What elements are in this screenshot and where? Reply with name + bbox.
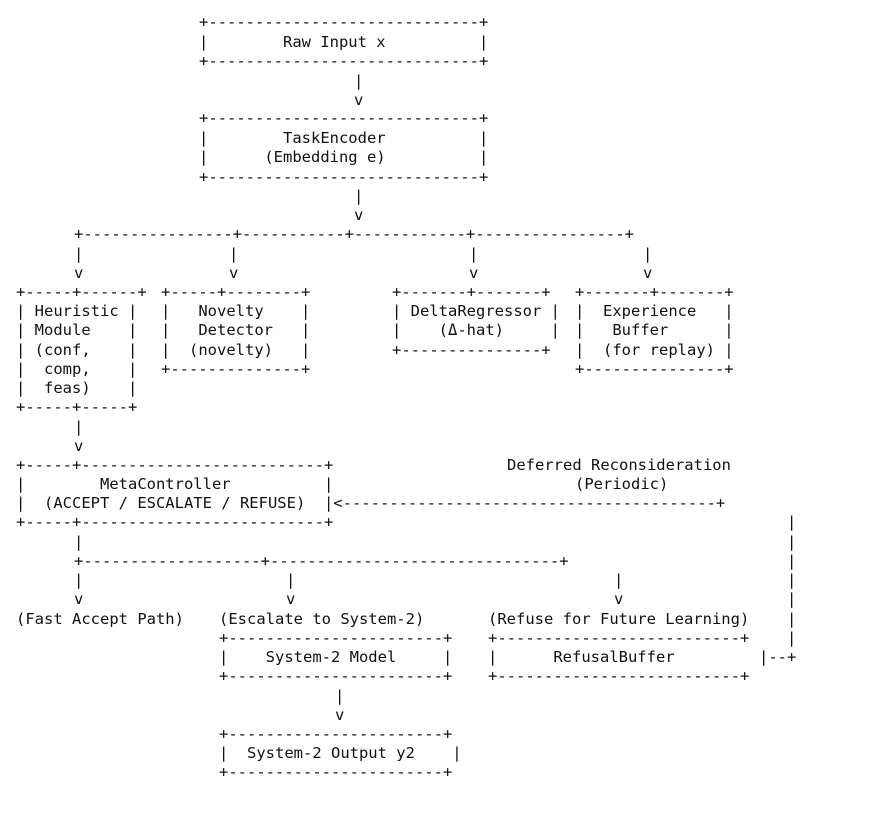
system2-model-connector-line: | xyxy=(335,687,344,705)
raw-input-top-border: +-----------------------------+ xyxy=(199,13,488,31)
system2-output-label: | System-2 Output y2 | xyxy=(219,744,462,762)
task-encoder-box: +-----------------------------+ | TaskEn… xyxy=(199,109,488,186)
raw-input-bottom-border: +-----------------------------+ xyxy=(199,52,488,70)
feedback-segment: | xyxy=(787,629,796,647)
system2-output-top-border: +-----------------------+ xyxy=(219,725,452,743)
delta-bottom-border: +---------------+ xyxy=(392,341,551,359)
experience-bottom-border: +---------------+ xyxy=(575,360,734,378)
experience-line-1: | Experience | xyxy=(575,302,734,320)
refusal-buffer-box: +--------------------------+ | RefusalBu… xyxy=(488,629,796,685)
fanout-stems: | v | v | v | v xyxy=(74,245,652,282)
feedback-segment: | xyxy=(787,513,796,531)
heuristic-line-1: | Heuristic | xyxy=(16,302,137,320)
fast-accept-arrow: v xyxy=(74,590,83,608)
novelty-top-border: +-----+--------+ xyxy=(161,283,310,301)
heuristic-line-4: | comp, | xyxy=(16,360,137,378)
task-encoder-top-border: +-----------------------------+ xyxy=(199,109,488,127)
novelty-line-3: | (novelty) | xyxy=(161,341,310,359)
raw-input-connector-line: | xyxy=(354,72,363,90)
deferred-reconsideration-label: Deferred Reconsideration xyxy=(507,456,731,474)
system2-output-box: +-----------------------+ | System-2 Out… xyxy=(219,725,462,781)
feedback-loop-line: | | | | | | | xyxy=(787,513,796,647)
task-encoder-bottom-border: +-----------------------------+ xyxy=(199,168,488,186)
meta-controller-connector-line: | xyxy=(74,533,83,551)
fast-accept-path-label: (Fast Accept Path) xyxy=(16,610,184,628)
task-encoder-arrow-head: v xyxy=(354,206,363,224)
meta-controller-box: +-----+--------------------------+ | Met… xyxy=(16,456,725,531)
fanout-arrow-delta: v xyxy=(469,264,478,282)
refuse-arrow: v xyxy=(614,590,623,608)
experience-buffer-box: +-------+-------+ | Experience | | Buffe… xyxy=(575,283,734,378)
novelty-line-1: | Novelty | xyxy=(161,302,310,320)
fanout-arrow-experience: v xyxy=(643,264,652,282)
feedback-segment: | xyxy=(787,533,796,551)
fanout-stem-heuristic: | xyxy=(74,245,83,263)
escalate-to-system2-label: (Escalate to System-2) xyxy=(219,610,424,628)
fanout-stem-delta: | xyxy=(469,245,478,263)
delta-top-border: +-------+-------+ xyxy=(392,283,551,301)
refuse-for-future-learning-label: (Refuse for Future Learning) xyxy=(488,610,749,628)
heuristic-arrow-head: v xyxy=(74,437,83,455)
fast-accept-stem: | xyxy=(74,571,83,589)
meta-controller-top-border: +-----+--------------------------+ xyxy=(16,456,333,474)
heuristic-top-border: +-----+------+ xyxy=(16,283,147,301)
meta-controller-decisions-with-feedback-arrow: | (ACCEPT / ESCALATE / REFUSE) |<-------… xyxy=(16,494,725,512)
experience-line-2: | Buffer | xyxy=(575,321,734,339)
raw-input-arrow-head: v xyxy=(354,91,363,109)
novelty-bottom-border: +--------------+ xyxy=(161,360,310,378)
heuristic-module-box: +-----+------+ | Heuristic | | Module | … xyxy=(16,283,147,416)
feedback-segment: | xyxy=(787,571,796,589)
heuristic-bottom-border: +-----+-----+ xyxy=(16,398,137,416)
system2-output-bottom-border: +-----------------------+ xyxy=(219,763,452,781)
heuristic-line-5: | feas) | xyxy=(16,379,137,397)
refusal-buffer-feedback-return: |--+ xyxy=(759,648,796,666)
delta-line-2: | (Δ-hat) | xyxy=(392,321,560,339)
feedback-segment: | xyxy=(787,590,796,608)
meta-controller-label: | MetaController | xyxy=(16,475,333,493)
heuristic-line-3: | (conf, | xyxy=(16,341,137,359)
task-encoder-sublabel: | (Embedding e) | xyxy=(199,148,488,166)
refusal-buffer-label: | RefusalBuffer xyxy=(488,648,740,666)
task-encoder-label: | TaskEncoder | xyxy=(199,129,488,147)
system2-model-arrow-head: v xyxy=(335,706,344,724)
system2-model-label: | System-2 Model | xyxy=(219,648,452,666)
delta-regressor-box: +-------+-------+ | DeltaRegressor | | (… xyxy=(392,283,560,359)
heuristic-line-2: | Module | xyxy=(16,321,137,339)
escalate-stem: | xyxy=(286,571,295,589)
escalate-arrow: v xyxy=(286,590,295,608)
system2-model-bottom-border: +-----------------------+ xyxy=(219,667,452,685)
heuristic-connector-line: | xyxy=(74,418,83,436)
fanout-stem-experience: | xyxy=(643,245,652,263)
experience-line-3: | (for replay) | xyxy=(575,341,734,359)
decision-branch-bus: +-------------------+-------------------… xyxy=(74,552,569,570)
refuse-stem: | xyxy=(614,571,623,589)
system2-model-box: +-----------------------+ | System-2 Mod… xyxy=(219,629,452,685)
delta-line-1: | DeltaRegressor | xyxy=(392,302,560,320)
raw-input-label: | Raw Input x | xyxy=(199,33,488,51)
system2-model-top-border: +-----------------------+ xyxy=(219,629,452,647)
novelty-line-2: | Detector | xyxy=(161,321,310,339)
feedback-segment: | xyxy=(787,552,796,570)
fanout-arrow-novelty: v xyxy=(229,264,238,282)
deferred-periodic-label: (Periodic) xyxy=(575,475,668,493)
refusal-buffer-bottom-border: +--------------------------+ xyxy=(488,667,749,685)
experience-top-border: +-------+-------+ xyxy=(575,283,734,301)
task-encoder-connector-line: | xyxy=(354,187,363,205)
raw-input-box: +-----------------------------+ | Raw In… xyxy=(199,13,488,70)
fanout-bus: +----------------+-----------+----------… xyxy=(74,225,634,243)
refusal-buffer-top-border: +--------------------------+ xyxy=(488,629,749,647)
fanout-arrow-heuristic: v xyxy=(74,264,83,282)
novelty-detector-box: +-----+--------+ | Novelty | | Detector … xyxy=(161,283,310,378)
feedback-segment: | xyxy=(787,610,796,628)
meta-controller-bottom-border: +-----+--------------------------+ xyxy=(16,513,333,531)
fanout-stem-novelty: | xyxy=(229,245,238,263)
